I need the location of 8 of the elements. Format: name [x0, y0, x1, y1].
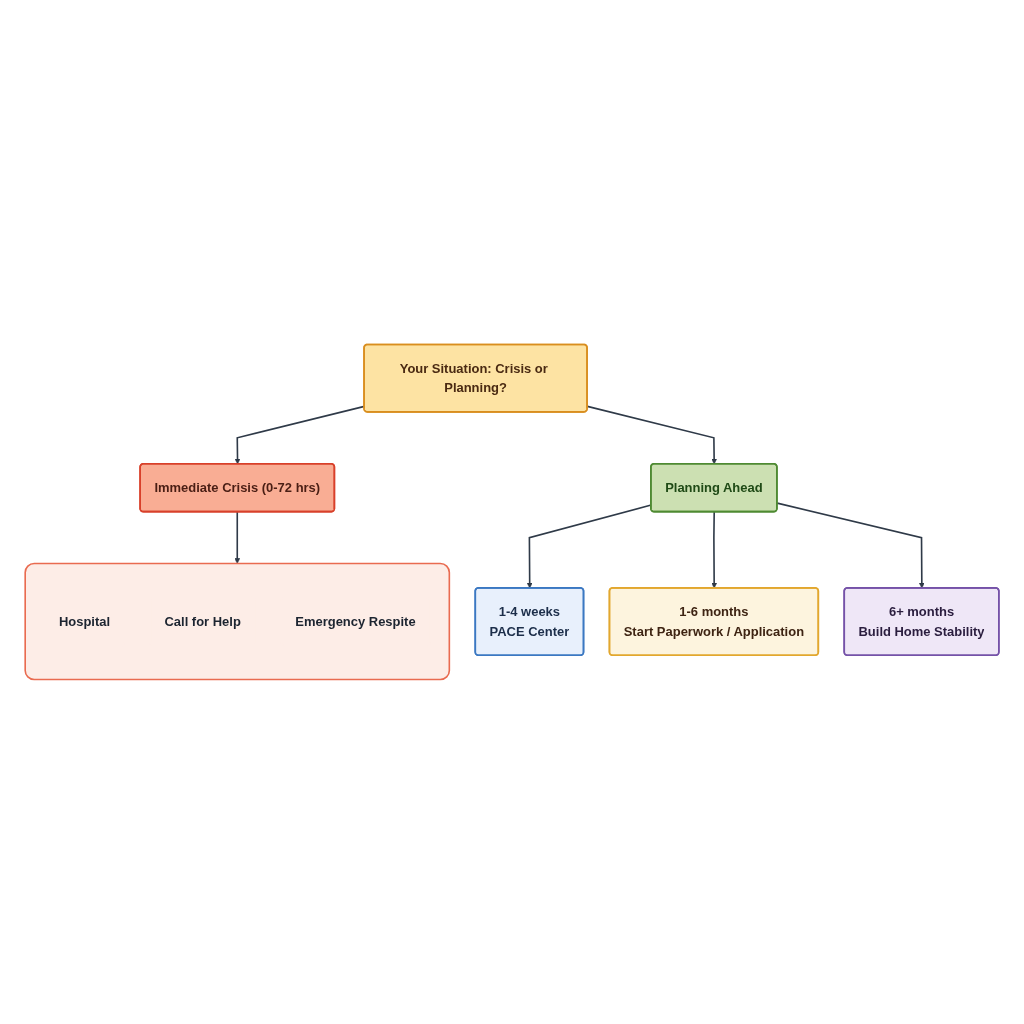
- node-text: Call for Help: [164, 614, 241, 629]
- node-text: Emergency Respite: [295, 614, 416, 629]
- arrow: [711, 511, 717, 589]
- arrow: [776, 502, 925, 589]
- arrow: [586, 405, 717, 465]
- arrow: [234, 510, 241, 564]
- node-text: Hospital: [58, 614, 111, 629]
- cluster: [24, 562, 451, 681]
